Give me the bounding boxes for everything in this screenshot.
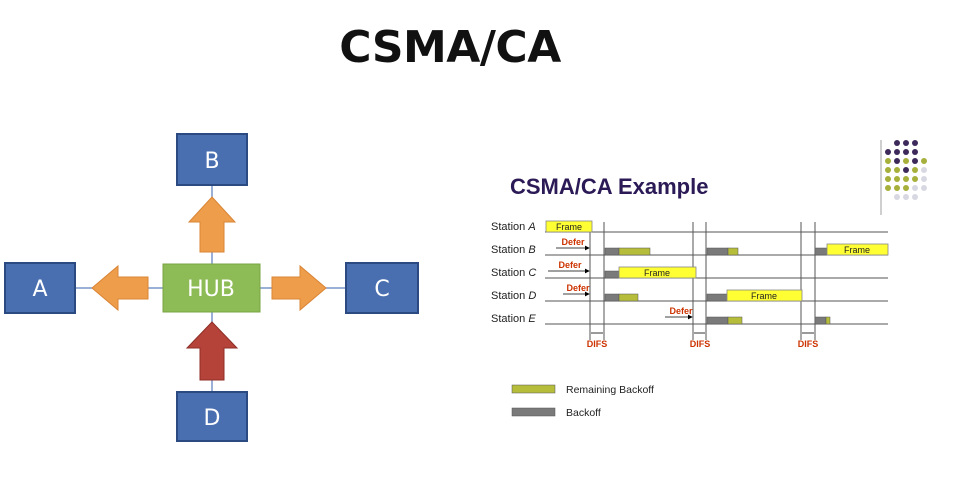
svg-text:Frame: Frame — [644, 268, 670, 278]
difs-marker-3: DIFS — [798, 332, 819, 349]
svg-text:DIFS: DIFS — [798, 339, 819, 349]
defer-station-e: Defer — [665, 306, 693, 320]
page-title: CSMA/CA — [339, 22, 561, 73]
csma-ca-example: CSMA/CA Example Station A Station B Stat… — [491, 174, 889, 419]
arrow-from-d — [185, 321, 239, 381]
backoff-e-1 — [706, 316, 729, 325]
legend-swatch-backoff — [511, 407, 556, 417]
backoff-b-3 — [814, 247, 828, 256]
decorative-dot-grid — [880, 140, 927, 215]
svg-text:Frame: Frame — [751, 291, 777, 301]
frame-station-a: Frame — [545, 220, 593, 233]
defer-station-d: Defer — [563, 283, 590, 297]
legend-swatch-remaining-backoff — [511, 384, 556, 394]
arrow-to-a — [91, 264, 149, 312]
backoff-e-2 — [814, 316, 827, 325]
backoff-c-1 — [604, 270, 620, 279]
legend-label-remaining-backoff: Remaining Backoff — [566, 384, 654, 396]
legend-label-backoff: Backoff — [566, 407, 601, 419]
svg-text:Frame: Frame — [844, 245, 870, 255]
difs-marker-2: DIFS — [690, 332, 711, 349]
remaining-backoff-d-1 — [618, 293, 639, 302]
station-label-d: Station D — [491, 290, 536, 302]
defer-station-c: Defer — [548, 260, 590, 274]
station-node-a: A — [4, 262, 76, 314]
station-node-b-label: B — [204, 149, 219, 174]
hub-node-label: HUB — [187, 277, 235, 302]
defer-station-b: Defer — [556, 237, 590, 251]
legend: Remaining Backoff Backoff — [511, 384, 654, 419]
station-node-d: D — [176, 391, 248, 442]
remaining-backoff-b-2 — [727, 247, 739, 256]
difs-marker-1: DIFS — [587, 332, 608, 349]
svg-text:DIFS: DIFS — [690, 339, 711, 349]
hub-diagram: B A C D HUB — [4, 133, 419, 442]
backoff-d-1 — [604, 293, 620, 302]
station-label-e: Station E — [491, 313, 536, 325]
svg-text:Frame: Frame — [556, 222, 582, 232]
station-label-b: Station B — [491, 244, 536, 256]
remaining-backoff-b-1 — [618, 247, 651, 256]
hub-node: HUB — [162, 263, 261, 313]
arrow-to-c — [271, 264, 327, 312]
station-label-c: Station C — [491, 267, 536, 279]
station-label-a: Station A — [491, 221, 536, 233]
svg-text:Defer: Defer — [669, 306, 693, 316]
backoff-b-2 — [706, 247, 729, 256]
station-node-d-label: D — [204, 406, 221, 431]
svg-text:Defer: Defer — [558, 260, 582, 270]
svg-text:DIFS: DIFS — [587, 339, 608, 349]
example-title: CSMA/CA Example — [510, 174, 708, 199]
station-node-c-label: C — [374, 277, 389, 302]
station-node-b: B — [176, 133, 248, 186]
station-node-a-label: A — [32, 277, 47, 302]
remaining-backoff-e-1 — [727, 316, 743, 325]
remaining-backoff-e-2 — [825, 316, 831, 325]
frame-station-d: Frame — [726, 289, 803, 302]
station-node-c: C — [345, 262, 419, 314]
svg-text:Defer: Defer — [561, 237, 585, 247]
svg-text:Defer: Defer — [566, 283, 590, 293]
frame-station-b: Frame — [826, 243, 889, 256]
backoff-b-1 — [604, 247, 620, 256]
frame-station-c: Frame — [618, 266, 697, 279]
backoff-d-2 — [706, 293, 728, 302]
arrow-to-b — [187, 196, 237, 253]
